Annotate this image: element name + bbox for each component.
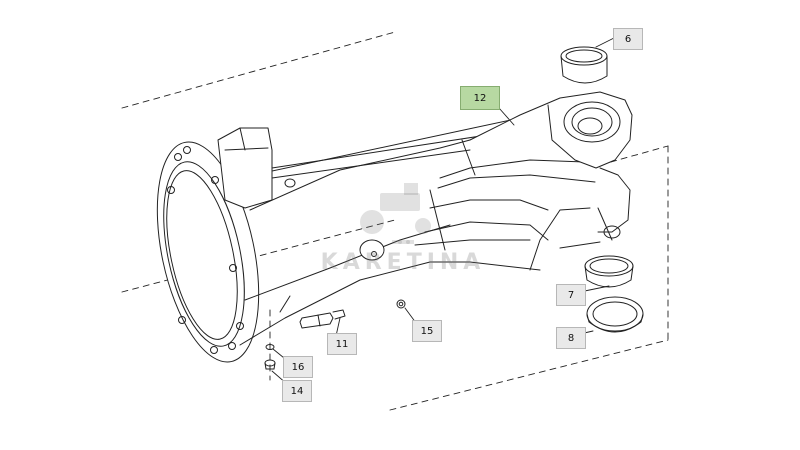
part-15-fitting[interactable] — [396, 299, 406, 309]
callout-11[interactable]: 11 — [327, 333, 357, 355]
callout-12[interactable]: 12 — [460, 86, 500, 110]
watermark-logo — [360, 183, 431, 244]
part-8-seal[interactable] — [586, 296, 644, 333]
part-6-cap[interactable] — [560, 46, 608, 84]
callout-14[interactable]: 14 — [282, 380, 312, 402]
part-14-plug[interactable] — [264, 359, 276, 370]
callout-7[interactable]: 7 — [556, 284, 586, 306]
callout-6[interactable]: 6 — [613, 28, 643, 50]
callout-8[interactable]: 8 — [556, 327, 586, 349]
callout-16[interactable]: 16 — [283, 356, 313, 378]
part-16-ring[interactable] — [265, 344, 275, 350]
part-7-seal[interactable] — [584, 255, 634, 288]
housing-body — [217, 91, 633, 346]
part-11-bolt[interactable] — [299, 309, 346, 329]
callout-15[interactable]: 15 — [412, 320, 442, 342]
watermark-text: KARETINA — [320, 250, 486, 275]
